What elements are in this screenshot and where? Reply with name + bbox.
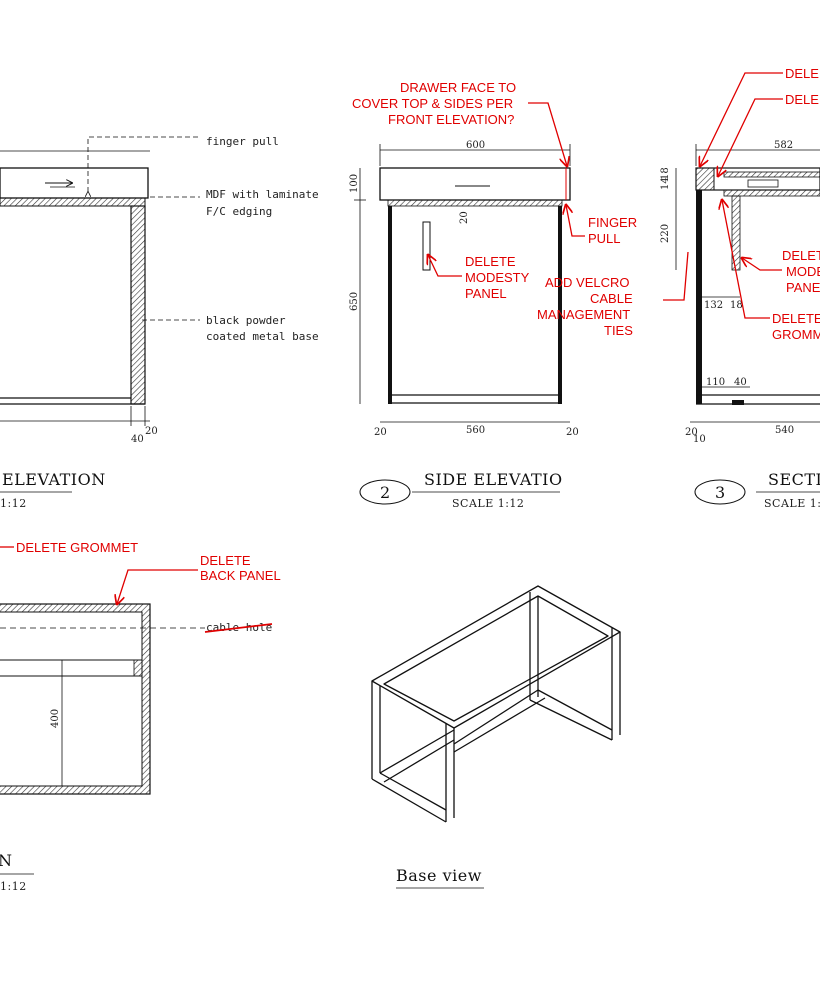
cable-hole-strikethrough — [204, 623, 273, 633]
dim-18b: 18 — [730, 300, 743, 311]
svg-text:FRONT ELEVATION?: FRONT ELEVATION? — [388, 112, 514, 127]
markup-delete-modesty-panel: DELETE MODESTY PANEL — [428, 254, 530, 301]
svg-text:ADD VELCRO: ADD VELCRO — [545, 275, 630, 290]
dim-right-20: 20 — [566, 427, 579, 438]
svg-text:FINGER: FINGER — [588, 215, 637, 230]
dim-400: 400 — [50, 709, 61, 728]
base-view-isometric: Base view — [371, 585, 621, 889]
svg-text:PULL: PULL — [588, 231, 621, 246]
dim-540: 540 — [775, 425, 794, 436]
dim-20: 20 — [685, 427, 698, 438]
view2-scale: SCALE 1:12 — [452, 497, 524, 510]
markup-add-velcro: ADD VELCRO CABLE MANAGEMENT TIES — [537, 251, 689, 338]
dim-40: 40 — [734, 377, 747, 388]
view3-number: 3 — [715, 483, 725, 502]
dim-110: 110 — [706, 377, 725, 388]
svg-text:CABLE: CABLE — [590, 291, 633, 306]
finger-pull-label: finger pull — [206, 135, 279, 148]
dim-220: 220 — [660, 224, 671, 243]
dim-20-vertical: 20 — [459, 211, 470, 224]
view4-title: N — [0, 851, 13, 870]
dim-10: 10 — [693, 434, 706, 445]
svg-text:COVER TOP & SIDES PER: COVER TOP & SIDES PER — [352, 96, 513, 111]
view1-scale: 1:12 — [0, 497, 27, 510]
markup-delete-back-panel: DELETE BACK PANEL — [117, 553, 281, 604]
svg-text:TIES: TIES — [604, 323, 633, 338]
svg-text:MODESTY: MODESTY — [465, 270, 530, 285]
svg-text:MANAGEMENT: MANAGEMENT — [537, 307, 630, 322]
dim-40: 40 — [131, 434, 144, 445]
view3-scale: SCALE 1: — [764, 497, 820, 510]
svg-text:DELE: DELE — [785, 66, 819, 81]
mdf-label-line1: MDF with laminate — [206, 188, 319, 201]
dim-100: 100 — [349, 174, 360, 193]
mdf-label-line2: F/C edging — [206, 205, 272, 218]
markup-finger-pull: FINGER PULL — [566, 205, 637, 246]
svg-text:MODE: MODE — [786, 264, 820, 279]
dim-18: 18 — [660, 167, 671, 180]
svg-text:DELETE: DELETE — [782, 248, 820, 263]
view3-title: SECTIO — [768, 470, 820, 489]
markup-drawer-face: DRAWER FACE TO COVER TOP & SIDES PER FRO… — [352, 80, 567, 200]
dim-560: 560 — [466, 425, 485, 436]
view1-title: ELEVATION — [2, 470, 106, 489]
svg-text:DELETE: DELETE — [772, 311, 820, 326]
svg-text:DRAWER FACE TO: DRAWER FACE TO — [400, 80, 516, 95]
dim-132: 132 — [704, 300, 723, 311]
dim-left-20: 20 — [374, 427, 387, 438]
view5-title: Base view — [396, 866, 482, 885]
base-label-line1: black powder — [206, 314, 286, 327]
base-label-line2: coated metal base — [206, 330, 319, 343]
markup-section-deletes: DELE DELE DELETE MODE PANE DELETE GROMM — [700, 66, 820, 342]
svg-text:PANE: PANE — [786, 280, 820, 295]
view4-scale: 1:12 — [0, 880, 27, 893]
view2-title: SIDE ELEVATIO — [424, 470, 563, 489]
dim-20: 20 — [145, 426, 158, 437]
svg-text:BACK PANEL: BACK PANEL — [200, 568, 281, 583]
side-elevation-view: 600 100 650 20 20 560 20 DRAWER FACE TO … — [349, 80, 689, 510]
front-elevation-view: 40 20 finger pull MDF with laminate F/C … — [0, 135, 319, 510]
dim-18-14: 14 — [660, 177, 671, 190]
section-view: 582 14 18 220 132 18 110 40 20 10 540 DE… — [660, 66, 820, 510]
view2-number: 2 — [380, 483, 390, 502]
svg-text:DELETE: DELETE — [200, 553, 251, 568]
svg-text:PANEL: PANEL — [465, 286, 507, 301]
svg-text:DELE: DELE — [785, 92, 819, 107]
dim-600: 600 — [466, 140, 485, 151]
dim-650: 650 — [349, 292, 360, 311]
plan-view: 400 cable hole DELETE GROMMET DELETE BAC… — [0, 540, 281, 893]
svg-text:DELETE: DELETE — [465, 254, 516, 269]
markup-delete-grommet: DELETE GROMMET — [0, 540, 138, 555]
svg-text:DELETE GROMMET: DELETE GROMMET — [16, 540, 138, 555]
dim-582: 582 — [774, 140, 793, 151]
svg-text:GROMM: GROMM — [772, 327, 820, 342]
